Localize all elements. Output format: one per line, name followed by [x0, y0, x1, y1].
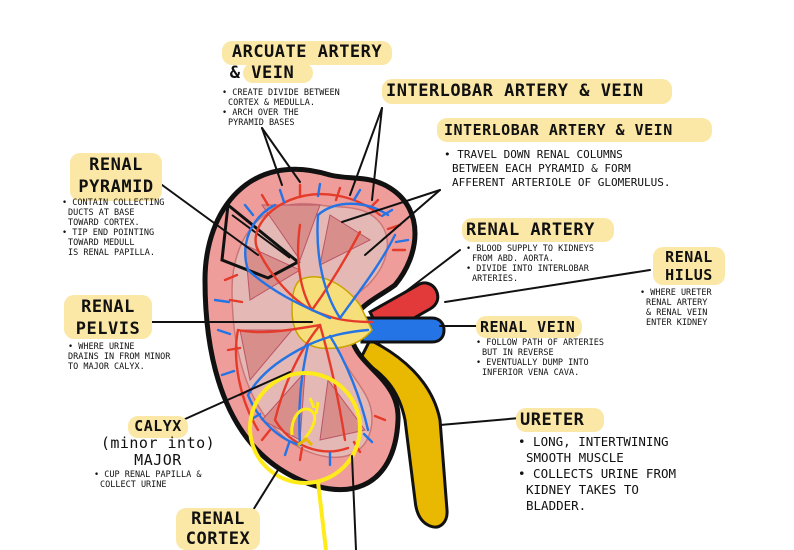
renal-hilus-title-line: Hilus [665, 266, 713, 284]
arcuate-note: cortex & medulla. [228, 98, 315, 108]
ureter-note: • long, intertwining [518, 434, 669, 449]
ureter-note: smooth muscle [526, 450, 624, 465]
renal-vein-vessel [360, 316, 446, 344]
highlight-hilus [653, 247, 725, 285]
renal-pyramid-note: • tip end pointing [62, 228, 155, 238]
renal-hilus-note: & renal vein [646, 308, 708, 318]
renal-hilus-note: renal artery [646, 298, 708, 308]
highlight-calyx [128, 416, 188, 438]
highlight-artery [462, 218, 614, 242]
renal-hilus-title: Renal Hilus [653, 248, 725, 284]
calyx-title-line: (minor into) [100, 434, 216, 452]
renal-vein-notes: • follow path of arteries but in reverse… [476, 338, 604, 378]
renal-pelvis-note: • where urine [68, 342, 135, 352]
renal-pelvis-note: to major calyx. [68, 362, 145, 372]
renal-pelvis-note: drains in from minor [68, 352, 171, 362]
highlight-ureter [516, 408, 604, 432]
renal-pelvis-title-line: Pelvis [75, 319, 141, 339]
arcuate-note: • arch over the [222, 108, 299, 118]
calyx-title-line: Calyx [134, 417, 182, 435]
highlight-interlobar-1 [382, 79, 672, 104]
renal-artery-note: arteries. [472, 274, 519, 284]
calyx-title: Calyx (minor into) major [92, 418, 224, 469]
pointer-lines [149, 107, 651, 550]
pyramid-outline-upper [220, 202, 301, 280]
nephron-circle [248, 371, 362, 550]
renal-vein-note: • follow path of arteries [476, 338, 604, 348]
interlobar-title-2: Interlobar artery & vein [444, 121, 673, 139]
highlight-pelvis [64, 295, 152, 339]
renal-pyramid-note: ducts at base [68, 208, 135, 218]
renal-pyramid-title-line: Renal [89, 155, 143, 175]
calyx-note: collect urine [100, 480, 167, 490]
arcuate-title-line: & vein [229, 63, 295, 83]
arcuate-notes: • create divide between cortex & medulla… [222, 88, 340, 128]
renal-pyramid-note: toward cortex. [68, 218, 140, 228]
ureter-title: Ureter [520, 410, 585, 430]
renal-pyramid-notes: • contain collecting ducts at base towar… [62, 198, 164, 258]
interlobar-notes: • travel down renal columns between each… [444, 148, 671, 190]
renal-vein-note: but in reverse [482, 348, 554, 358]
highlight-vein [476, 316, 582, 338]
interlobar-note: afferent arteriole of glomerulus. [452, 176, 671, 189]
renal-pelvis-notes: • where urine drains in from minor to ma… [68, 342, 170, 372]
renal-pelvis-title-line: Renal [81, 297, 135, 317]
ureter-note: kidney takes to [526, 482, 639, 497]
interlobar-title-1: Interlobar artery & vein [386, 81, 644, 101]
highlight-pyramid [70, 153, 162, 201]
highlight-interlobar-2 [437, 118, 712, 142]
arcuate-note: • create divide between [222, 88, 340, 98]
renal-cortex-title-line: Renal [191, 509, 245, 529]
ureter-note: • collects urine from [518, 466, 677, 481]
ureter-note: bladder. [526, 498, 587, 513]
renal-vein-title: Renal vein [480, 318, 576, 336]
interlobar-note: • travel down renal columns [444, 148, 623, 161]
interlobar-note: between each pyramid & form [452, 162, 631, 175]
renal-hilus-note: enter kidney [646, 318, 708, 328]
renal-cortex-title: Renal Cortex [176, 509, 260, 549]
renal-hilus-title-line: Renal [665, 248, 713, 266]
ureter-notes: • long, intertwining smooth muscle • col… [518, 434, 676, 514]
renal-artery-note: • divide into interlobar [466, 264, 589, 274]
calyx-note: • cup renal papilla & [94, 470, 202, 480]
highlight-arcuate-1 [222, 41, 392, 65]
renal-artery-note: from abd. aorta. [472, 254, 554, 264]
renal-vein-note: inferior vena cava. [482, 368, 580, 378]
renal-artery-notes: • blood supply to kidneys from abd. aort… [466, 244, 594, 284]
highlight-arcuate-2 [243, 63, 313, 83]
arcuate-title-line: Arcuate artery [231, 42, 383, 62]
renal-hilus-note: • where ureter [640, 288, 712, 298]
arcuate-note: pyramid bases [228, 118, 295, 128]
renal-artery-title: Renal artery [466, 220, 595, 240]
pyramid-outline-inner [231, 214, 291, 259]
renal-pyramid-note: toward medull [68, 238, 135, 248]
renal-pyramid-title-line: Pyramid [78, 177, 154, 197]
renal-pyramid-title: Renal Pyramid [70, 154, 162, 198]
ureter-tube [358, 337, 449, 529]
veins [213, 182, 410, 467]
renal-pyramid-note: • contain collecting [62, 198, 165, 208]
calyx-notes: • cup renal papilla & collect urine [94, 470, 201, 490]
renal-pelvis-title: Renal Pelvis [64, 296, 152, 340]
calyx-title-line: major [134, 451, 182, 469]
highlight-cortex [176, 508, 260, 550]
renal-pyramid-note: is renal papilla. [68, 248, 155, 258]
renal-hilus-notes: • where ureter renal artery & renal vein… [640, 288, 712, 328]
renal-artery-note: • blood supply to kidneys [466, 244, 594, 254]
arcuate-title: Arcuate artery & vein [222, 42, 392, 84]
renal-vein-note: • eventually dump into [476, 358, 589, 368]
renal-cortex-title-line: Cortex [185, 529, 251, 549]
